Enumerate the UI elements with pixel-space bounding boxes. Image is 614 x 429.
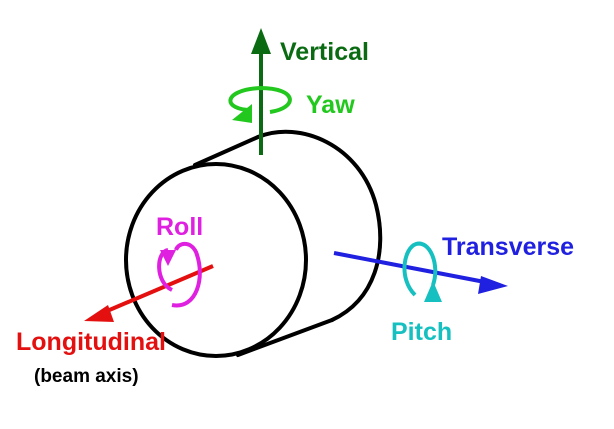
yaw-rotation xyxy=(228,85,292,123)
yaw-label: Yaw xyxy=(306,91,355,119)
transverse-arrowhead xyxy=(478,276,508,294)
transverse-axis-line xyxy=(333,251,491,285)
beam-axis-label: (beam axis) xyxy=(34,366,139,387)
roll-rotation xyxy=(157,241,202,308)
longitudinal-axis-line xyxy=(99,264,214,316)
transverse-label: Transverse xyxy=(442,233,574,261)
yaw-arrowhead xyxy=(232,104,252,123)
pitch-rotation xyxy=(402,241,442,302)
vertical-axis xyxy=(251,28,271,155)
transverse-axis xyxy=(333,251,508,294)
roll-front-arc xyxy=(171,241,202,308)
roll-label: Roll xyxy=(156,213,203,241)
pitch-arrowhead xyxy=(424,281,442,302)
vertical-label: Vertical xyxy=(280,38,369,66)
longitudinal-label: Longitudinal xyxy=(16,328,166,356)
longitudinal-axis xyxy=(84,264,214,322)
vertical-arrowhead xyxy=(251,28,271,54)
cylinder-back-end xyxy=(256,129,383,322)
pitch-label: Pitch xyxy=(391,318,452,346)
pitch-loop xyxy=(402,241,438,297)
yaw-loop xyxy=(228,85,292,114)
cylinder-top-edge xyxy=(193,135,260,167)
longitudinal-arrowhead xyxy=(84,305,114,322)
cylinder xyxy=(124,129,383,358)
roll-arrowhead xyxy=(160,250,176,266)
cylinder-front-face xyxy=(124,162,308,358)
